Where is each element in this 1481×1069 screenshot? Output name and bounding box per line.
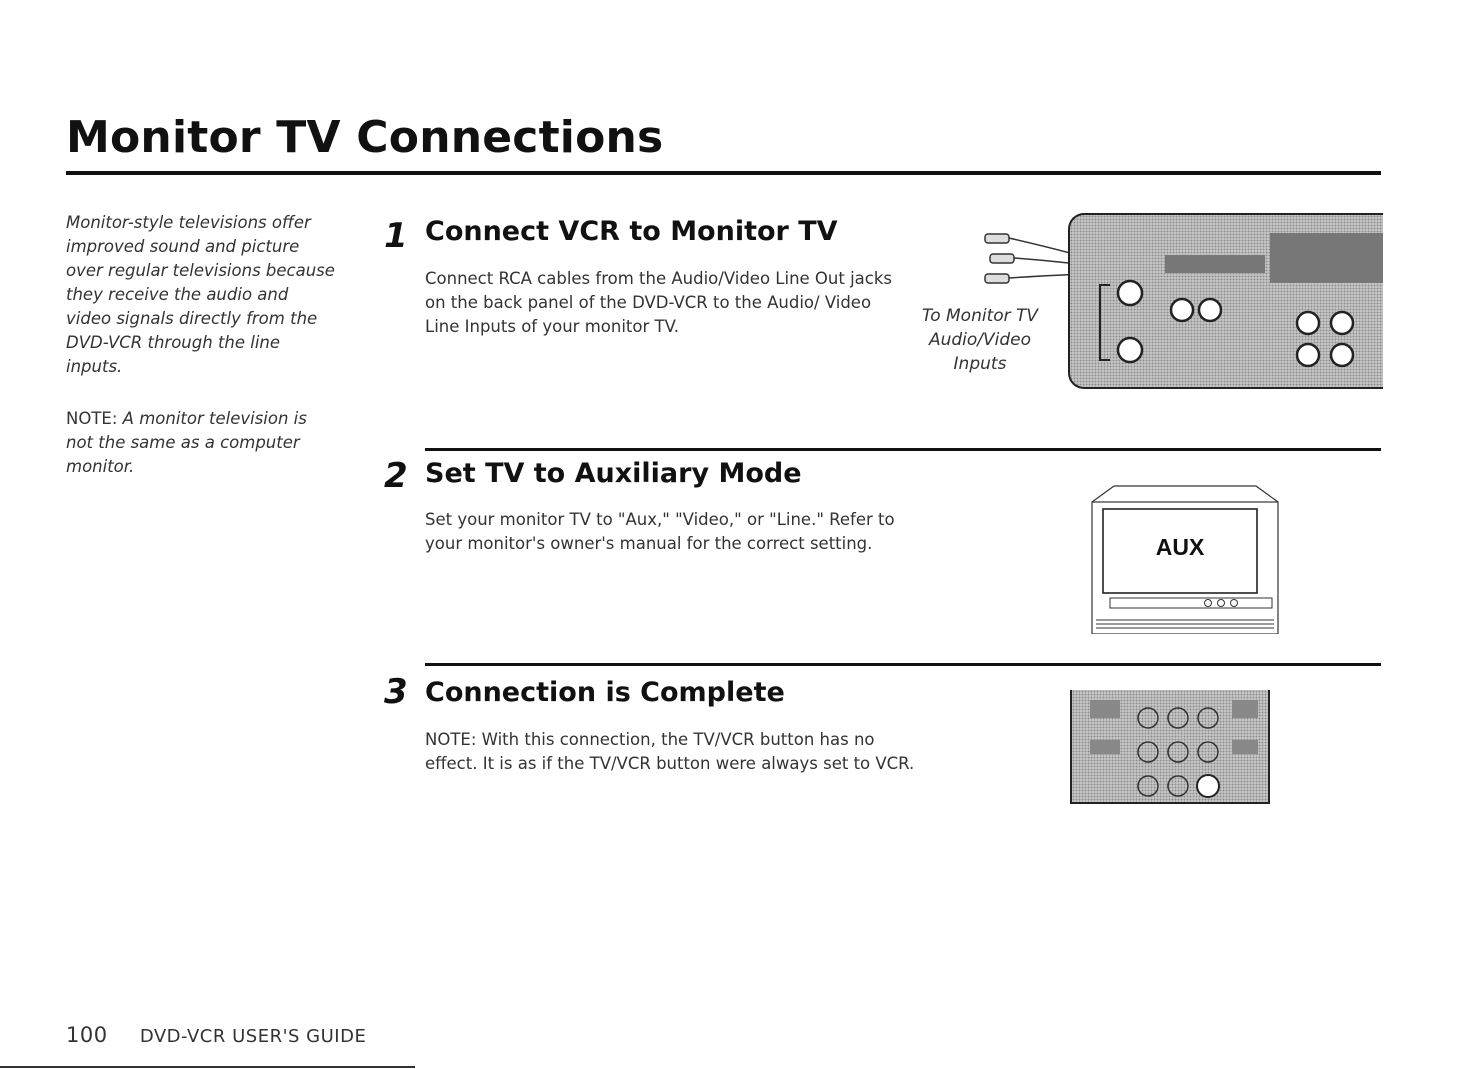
monitor-tv-illustration: AUX bbox=[1090, 482, 1280, 634]
step-body-1: Connect RCA cables from the Audio/Video … bbox=[425, 269, 893, 336]
step-2-divider bbox=[425, 448, 1381, 451]
caption-line-2: Audio/Video bbox=[928, 330, 1032, 350]
page-title: Monitor TV Connections bbox=[66, 112, 664, 163]
bottom-divider bbox=[0, 1066, 415, 1068]
title-divider bbox=[66, 171, 1381, 175]
page-footer: 100 DVD-VCR USER'S GUIDE bbox=[66, 1023, 366, 1047]
step-heading-2: Set TV to Auxiliary Mode bbox=[425, 458, 802, 489]
tv-screen-text: AUX bbox=[1155, 534, 1205, 560]
sidebar-note: NOTE: A monitor television is not the sa… bbox=[66, 407, 336, 479]
remote-control-illustration bbox=[1070, 690, 1270, 804]
step-body-3: NOTE: With this connection, the TV/VCR b… bbox=[425, 730, 915, 773]
intro-text: Monitor-style televisions offer improved… bbox=[66, 213, 335, 376]
caption-line-3: Inputs bbox=[953, 354, 1007, 374]
step-body-2: Set your monitor TV to "Aux," "Video," o… bbox=[425, 510, 895, 553]
note-text: A monitor television is not the same as … bbox=[66, 409, 307, 476]
step-heading-3: Connection is Complete bbox=[425, 677, 785, 708]
step-number-3: 3 bbox=[384, 672, 408, 712]
guide-name: DVD-VCR USER'S GUIDE bbox=[139, 1026, 367, 1047]
dvd-vcr-back-panel-illustration bbox=[1068, 213, 1383, 389]
step-3-divider bbox=[425, 663, 1381, 666]
page-number: 100 bbox=[66, 1023, 108, 1047]
step-number-1: 1 bbox=[384, 216, 408, 256]
monitor-inputs-caption: To Monitor TV Audio/Video Inputs bbox=[885, 304, 1075, 376]
step-number-2: 2 bbox=[384, 456, 408, 496]
caption-line-1: To Monitor TV bbox=[921, 306, 1039, 326]
note-label: NOTE: bbox=[66, 409, 118, 428]
step-heading-1: Connect VCR to Monitor TV bbox=[425, 216, 838, 247]
